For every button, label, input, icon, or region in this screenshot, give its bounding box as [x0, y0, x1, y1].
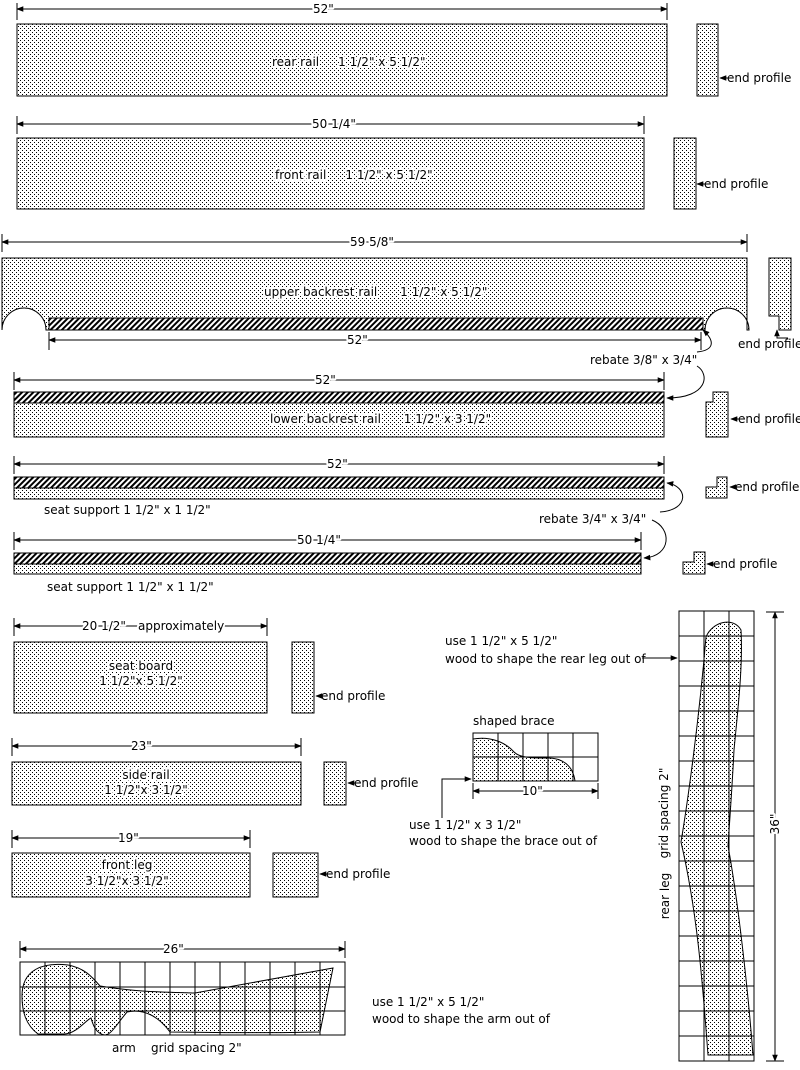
side-rail-board	[11, 761, 302, 806]
shaped-brace-grid	[472, 732, 599, 782]
seat-support-short-label: seat support 1 1/2" x 1 1/2"	[47, 580, 214, 594]
seat-board-board	[13, 641, 268, 714]
arm-use-1: use 1 1/2" x 5 1/2"	[372, 995, 484, 1009]
rear-leg-grid-spacing: grid spacing 2"	[657, 768, 671, 859]
rear-rail-label: rear rail 1 1/2" x 5 1/2"	[272, 55, 425, 69]
seat-board-label-1: seat board	[109, 659, 173, 673]
shaped-brace-shape	[472, 737, 576, 782]
seat-support-short: 50 1/4" seat support 1 1/2" x 1 1/2" end…	[13, 531, 777, 594]
side-rail: 23" side rail 1 1/2"x 3 1/2" end profile	[11, 737, 418, 806]
rear-leg-name: rear leg	[658, 873, 672, 920]
seat-support-short-board	[13, 563, 642, 575]
shaped-brace-title: shaped brace	[473, 714, 555, 728]
front-leg-label-1: front leg	[102, 858, 153, 872]
seat-board-length: 20 1/2"	[82, 619, 126, 633]
rear-leg-use-2: wood to shape the rear leg out of	[445, 652, 646, 666]
rebate-a-callout: rebate 3/8" x 3/4"	[590, 329, 712, 401]
upper-backrest-rail: 59 5/8" upper backrest rail 1 1/2" x 5 1…	[1, 233, 800, 351]
front-rail-label: front rail 1 1/2" x 5 1/2"	[275, 168, 433, 182]
front-rail-board	[16, 137, 645, 210]
side-rail-profile-label: end profile	[354, 776, 418, 790]
front-leg-board	[11, 852, 251, 898]
front-leg-length: 19"	[118, 831, 139, 845]
lower-backrest-end-profile	[705, 391, 729, 438]
rebate-b-callout: rebate 3/4" x 3/4"	[539, 481, 684, 561]
upper-backrest-rebate-length: 52"	[347, 333, 368, 347]
lower-backrest-rebate	[13, 391, 665, 404]
front-rail: 50 1/4" front rail 1 1/2" x 5 1/2" end p…	[16, 115, 768, 210]
seat-board-end-profile	[291, 641, 315, 714]
seat-support-long-length: 52"	[327, 457, 348, 471]
seat-support-short-rebate	[13, 552, 642, 565]
front-rail-profile-label: end profile	[704, 177, 768, 191]
seat-support-long-rebate	[13, 476, 665, 489]
seat-support-long-profile-label: end profile	[735, 480, 799, 494]
seat-board-profile-label: end profile	[321, 689, 385, 703]
seat-support-long: 52" seat support 1 1/2" x 1 1/2" end pro…	[13, 455, 799, 517]
seat-board-note: approximately	[138, 619, 224, 633]
arm-use-2: wood to shape the arm out of	[372, 1012, 551, 1026]
upper-backrest-profile-label: end profile	[738, 337, 800, 351]
rear-leg-grid	[678, 610, 755, 1062]
arm-caption: arm grid spacing 2"	[112, 1041, 242, 1055]
rear-rail-length: 52"	[313, 2, 334, 16]
front-leg-end-profile	[272, 852, 319, 898]
side-rail-label-2: 1 1/2"x 3 1/2"	[104, 783, 187, 797]
shaped-brace-use-1: use 1 1/2" x 3 1/2"	[409, 818, 521, 832]
lower-backrest-profile-label: end profile	[738, 412, 800, 426]
front-leg-profile-label: end profile	[326, 867, 390, 881]
shaped-brace: shaped brace 10" use 1 1/2" x 3 1/2" woo…	[409, 714, 599, 848]
shaped-brace-length: 10"	[522, 784, 543, 798]
seat-support-short-profile-label: end profile	[713, 557, 777, 571]
seat-support-long-label: seat support 1 1/2" x 1 1/2"	[44, 503, 211, 517]
seat-support-long-board	[13, 487, 665, 500]
seat-support-long-end-profile	[705, 476, 728, 499]
side-rail-length: 23"	[131, 739, 152, 753]
lower-backrest-board	[13, 402, 665, 438]
shaped-brace-use-2: wood to shape the brace out of	[409, 834, 598, 848]
upper-backrest-end-profile	[768, 257, 792, 331]
side-rail-end-profile	[323, 761, 347, 806]
rear-rail: 52" rear rail 1 1/2" x 5 1/2" end profil…	[16, 0, 791, 97]
rear-rail-end-profile	[696, 23, 719, 97]
arm-grid	[19, 961, 346, 1036]
rear-leg-use-1: use 1 1/2" x 5 1/2"	[445, 634, 557, 648]
seat-board-label-2: 1 1/2"x 5 1/2"	[99, 674, 182, 688]
arm: 26" use 1 1/2" x 5 1/2" wood to shape th…	[19, 940, 551, 1055]
front-rail-length: 50 1/4"	[312, 117, 356, 131]
seat-support-short-length: 50 1/4"	[297, 533, 341, 547]
rear-leg-height: 36"	[768, 814, 782, 835]
seat-support-short-end-profile	[682, 551, 706, 575]
seat-board: 20 1/2" approximately seat board 1 1/2"x…	[13, 617, 385, 714]
rebate-a-label: rebate 3/8" x 3/4"	[590, 353, 697, 367]
upper-backrest-rebate	[48, 317, 704, 331]
rebate-b-label: rebate 3/4" x 3/4"	[539, 512, 646, 526]
arm-shape	[21, 963, 334, 1036]
lower-backrest-rail: 52" lower backrest rail 1 1/2" x 3 1/2" …	[13, 371, 800, 438]
rear-leg-shape	[680, 621, 754, 1056]
front-leg: 19" front leg 3 1/2"x 3 1/2" end profile	[11, 829, 390, 898]
rear-leg: use 1 1/2" x 5 1/2" wood to shape the re…	[445, 610, 784, 1062]
upper-backrest-label: upper backrest rail 1 1/2" x 5 1/2"	[264, 285, 487, 299]
upper-backrest-length: 59 5/8"	[350, 235, 394, 249]
arm-length: 26"	[163, 942, 184, 956]
lower-backrest-label: lower backrest rail 1 1/2" x 3 1/2"	[270, 412, 491, 426]
rear-rail-profile-label: end profile	[727, 71, 791, 85]
front-leg-label-2: 3 1/2"x 3 1/2"	[85, 874, 168, 888]
lower-backrest-length: 52"	[315, 373, 336, 387]
side-rail-label-1: side rail	[122, 768, 169, 782]
rear-rail-board	[16, 23, 668, 97]
front-rail-end-profile	[673, 137, 697, 210]
